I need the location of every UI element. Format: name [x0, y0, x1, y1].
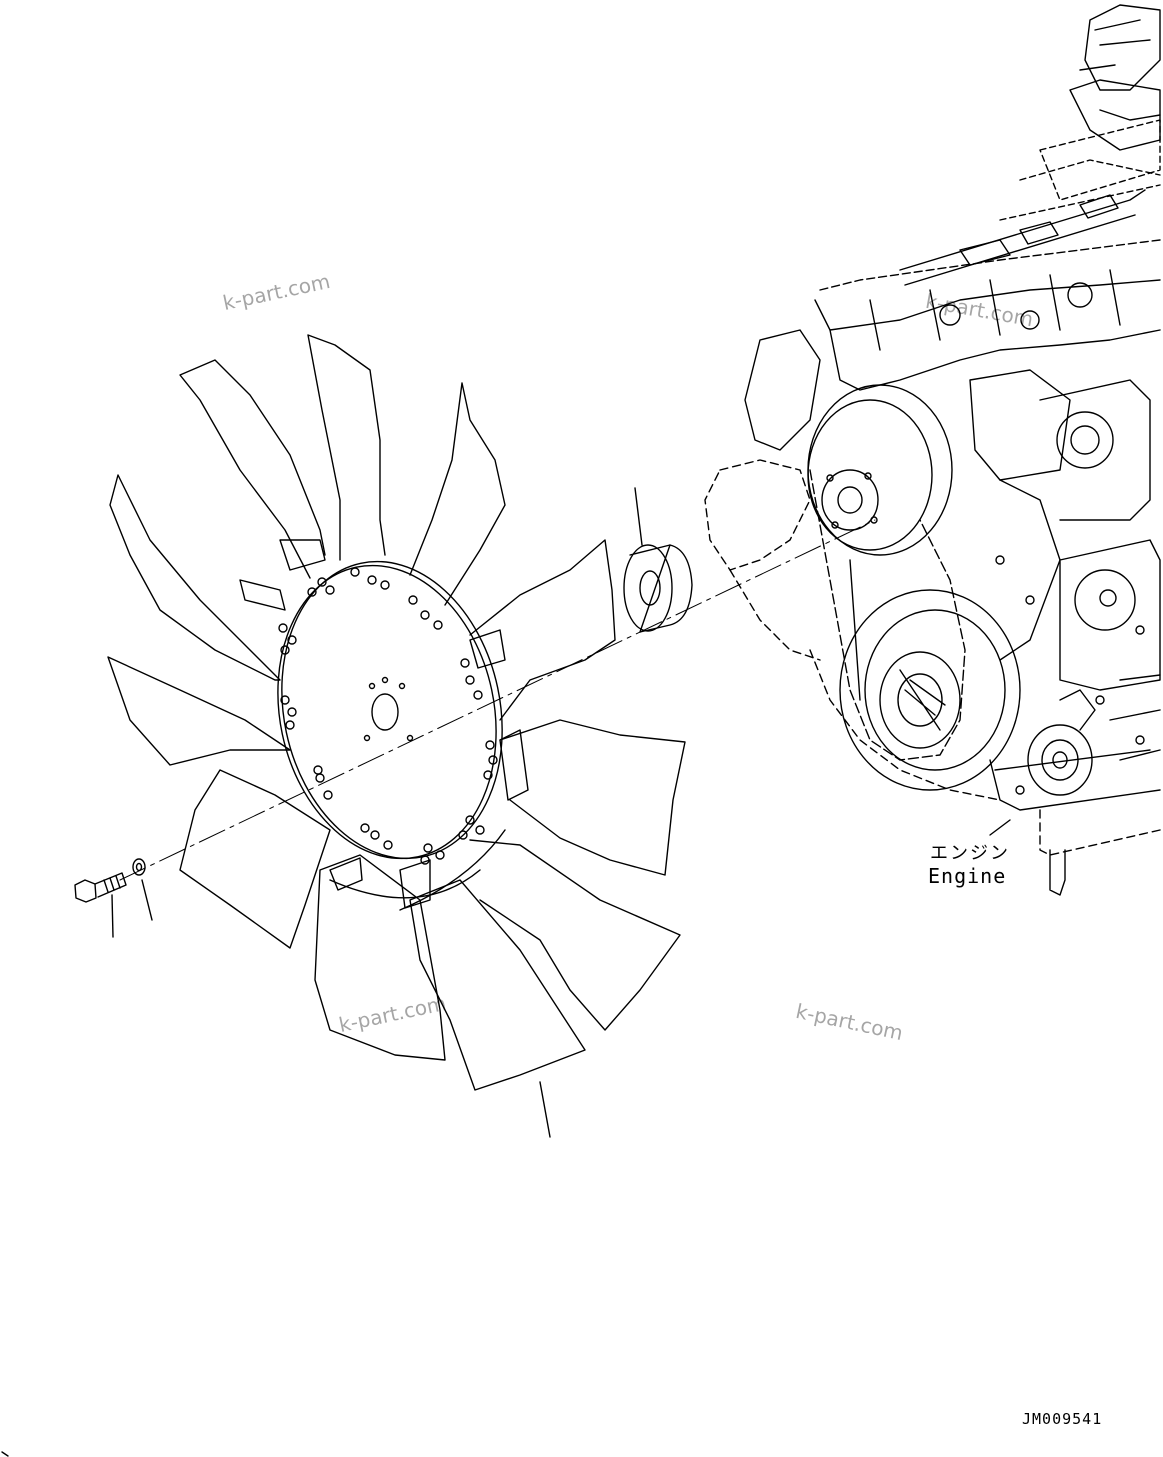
corner-mark	[1, 1451, 9, 1457]
bolt-part	[74, 872, 127, 938]
hub-bolts	[278, 567, 498, 865]
drawing-number: JM009541	[1022, 1410, 1103, 1428]
washer-leader-line	[141, 879, 153, 921]
washer-part	[132, 858, 153, 921]
spacer-part	[623, 487, 693, 633]
assembly-centerline	[119, 519, 876, 881]
engine-assembly	[704, 4, 1161, 896]
spacer-leader-line	[634, 487, 643, 546]
engine-label-jp: エンジン	[930, 843, 1010, 864]
bolt-leader-line	[111, 894, 114, 938]
fan-leader-line	[539, 1081, 551, 1138]
engine-label-en: Engine	[928, 864, 1007, 888]
cooling-fan	[107, 334, 686, 1138]
engine-leader-line	[989, 819, 1011, 836]
